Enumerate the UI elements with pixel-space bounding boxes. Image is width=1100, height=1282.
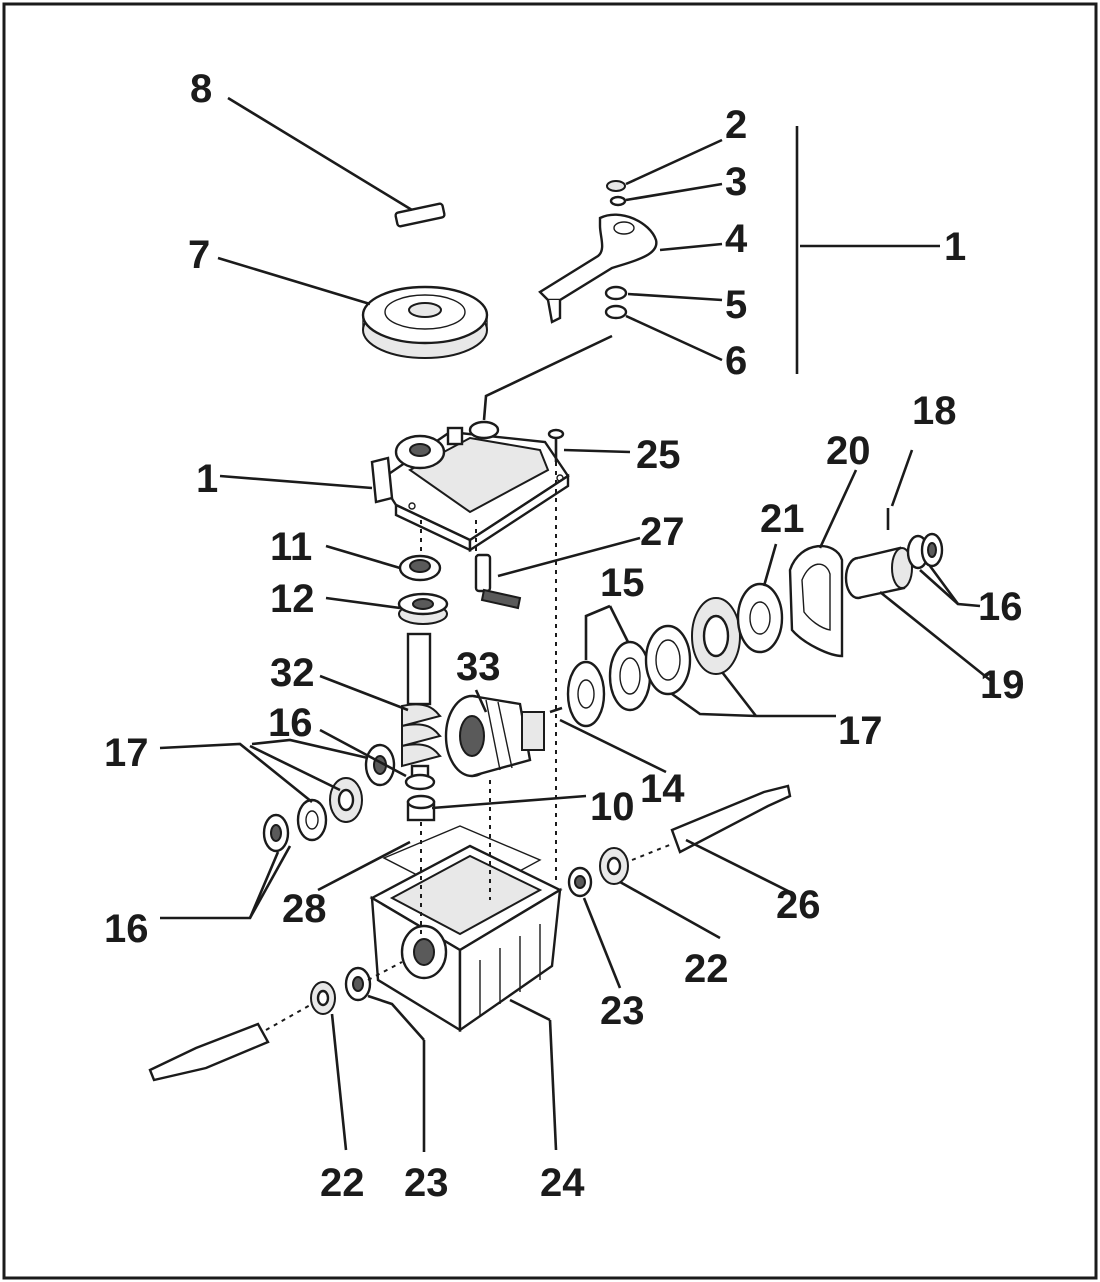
- part-26-axle-right: [670, 784, 792, 854]
- part-24-gearbox-housing: [369, 844, 563, 1033]
- label-10: 10: [590, 785, 635, 829]
- label-6: 6: [725, 339, 747, 383]
- part-20-gasket: [788, 545, 844, 658]
- label-1-right: 1: [944, 225, 966, 269]
- label-22-right: 22: [684, 947, 729, 991]
- part-23-seal-right: [567, 866, 593, 898]
- label-17-right: 17: [838, 709, 883, 753]
- label-2: 2: [725, 103, 747, 147]
- part-22-nut-right: [599, 847, 629, 885]
- part-7-pulley: [361, 285, 489, 359]
- label-21: 21: [760, 497, 805, 541]
- part-17-bearings-left: [296, 743, 396, 842]
- label-20: 20: [826, 429, 871, 473]
- part-23-seal-bottom: [344, 966, 372, 1002]
- part-15-plates: [566, 640, 652, 728]
- part-19-splined-gear: [844, 546, 913, 600]
- part-2-washer: [606, 180, 626, 192]
- label-17-left: 17: [104, 731, 149, 775]
- assembly-lines: [265, 462, 673, 1031]
- label-32: 32: [270, 651, 315, 695]
- part-25-screw: [547, 428, 565, 462]
- label-22-bottom: 22: [320, 1161, 365, 1205]
- part-27-fork: [474, 553, 522, 610]
- part-12-bushing: [397, 592, 449, 625]
- label-8: 8: [190, 67, 212, 111]
- label-5: 5: [725, 283, 747, 327]
- leader-lines: [159, 96, 991, 1152]
- label-1-left: 1: [196, 457, 218, 501]
- label-7: 7: [188, 233, 210, 277]
- label-27: 27: [640, 510, 685, 554]
- label-23-bottom: 23: [404, 1161, 449, 1205]
- part-11-bearing: [398, 554, 442, 582]
- part-17-discs-right: [644, 597, 741, 696]
- label-23-right: 23: [600, 989, 645, 1033]
- label-14: 14: [640, 767, 685, 811]
- part-6-washer: [604, 304, 628, 320]
- part-8-pin: [394, 202, 446, 228]
- label-19: 19: [980, 663, 1025, 707]
- label-4: 4: [725, 217, 748, 261]
- part-16-washers-left: [262, 813, 290, 853]
- label-28: 28: [282, 887, 327, 931]
- part-axle-left: [148, 1022, 270, 1082]
- label-24: 24: [540, 1161, 585, 1205]
- part-3-washer: [609, 195, 627, 207]
- label-16-mid: 16: [268, 701, 313, 745]
- part-1-cover: [370, 420, 570, 553]
- label-15: 15: [600, 561, 645, 605]
- label-33: 33: [456, 645, 501, 689]
- part-16-washers-right: [906, 532, 944, 570]
- label-26: 26: [776, 883, 821, 927]
- label-12: 12: [270, 577, 315, 621]
- part-32-worm-shaft: [401, 632, 442, 784]
- part-5-washer: [604, 285, 628, 301]
- label-16-right: 16: [978, 585, 1023, 629]
- label-25: 25: [636, 433, 681, 477]
- label-3: 3: [725, 160, 747, 204]
- label-16-left: 16: [104, 907, 149, 951]
- part-10-bushing: [406, 794, 436, 822]
- part-22-nut-bottom: [310, 981, 336, 1015]
- part-4-lever: [538, 213, 658, 324]
- part-14-pin: [549, 706, 563, 714]
- part-16-washer-center: [404, 773, 436, 791]
- label-11: 11: [270, 525, 312, 569]
- label-18: 18: [912, 389, 957, 433]
- part-33-gear: [444, 694, 545, 778]
- callout-labels: 8 2 3 4 1 7 5 6 18 20 25 1 21 27 11 15 1…: [104, 67, 1025, 1205]
- part-21-washer: [736, 582, 784, 654]
